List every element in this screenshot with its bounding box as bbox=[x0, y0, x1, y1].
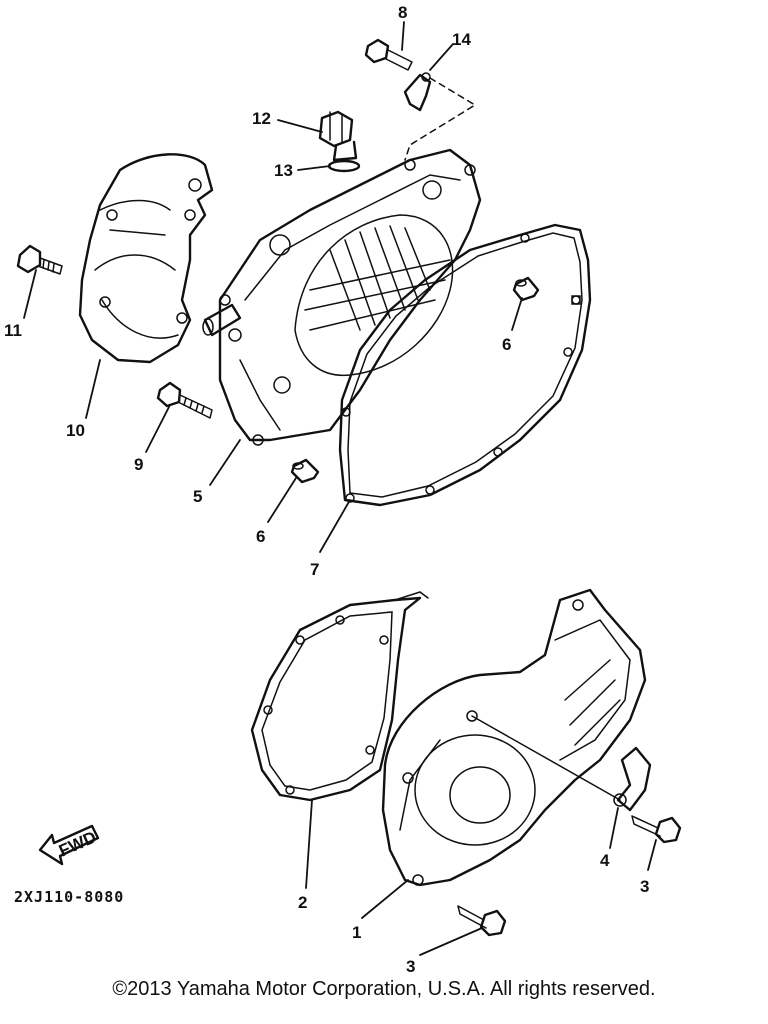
callout-5: 5 bbox=[193, 487, 202, 506]
part-11-bolt bbox=[16, 244, 63, 275]
callout-3-lower: 3 bbox=[406, 957, 415, 976]
part-9-bolt bbox=[156, 381, 213, 419]
callout-10: 10 bbox=[66, 421, 85, 440]
callout-9: 9 bbox=[134, 455, 143, 474]
callout-12: 12 bbox=[252, 109, 271, 128]
callout-6-right: 6 bbox=[502, 335, 511, 354]
callout-2: 2 bbox=[298, 893, 307, 912]
part-2-gasket bbox=[250, 591, 429, 802]
part-3-bolt-lower bbox=[457, 905, 507, 937]
callout-14: 14 bbox=[452, 30, 471, 49]
crankcase-cover bbox=[202, 148, 482, 446]
part-3-bolt-right bbox=[631, 815, 682, 844]
callout-4: 4 bbox=[600, 851, 610, 870]
callout-11: 11 bbox=[4, 321, 22, 340]
part-8-bolt bbox=[364, 38, 413, 71]
fwd-arrow: FWD bbox=[38, 824, 100, 866]
diagram-code: 2XJ110-8080 bbox=[14, 888, 124, 906]
leader-lines bbox=[23, 21, 657, 956]
callout-13: 13 bbox=[274, 161, 293, 180]
part-6-dowel-right bbox=[512, 276, 540, 302]
part-7-gasket bbox=[338, 223, 592, 507]
callout-1: 1 bbox=[352, 923, 361, 942]
part-14-clamp bbox=[403, 72, 432, 112]
callout-labels: 8 14 12 13 11 10 9 5 6 6 7 2 1 4 3 3 bbox=[4, 3, 649, 976]
part-13-o-ring bbox=[327, 159, 361, 173]
part-1-cover bbox=[381, 588, 647, 887]
part-6-dowel-left bbox=[290, 458, 320, 484]
part-4-clip bbox=[613, 746, 652, 812]
part-12-plug bbox=[318, 110, 358, 162]
callout-8: 8 bbox=[398, 3, 407, 22]
clamp-dashed-line bbox=[404, 77, 477, 161]
callout-3-right: 3 bbox=[640, 877, 649, 896]
part-10-cover bbox=[78, 153, 214, 364]
callout-6-left: 6 bbox=[256, 527, 265, 546]
callout-7: 7 bbox=[310, 560, 319, 579]
copyright-notice: ©2013 Yamaha Motor Corporation, U.S.A. A… bbox=[112, 978, 656, 1000]
